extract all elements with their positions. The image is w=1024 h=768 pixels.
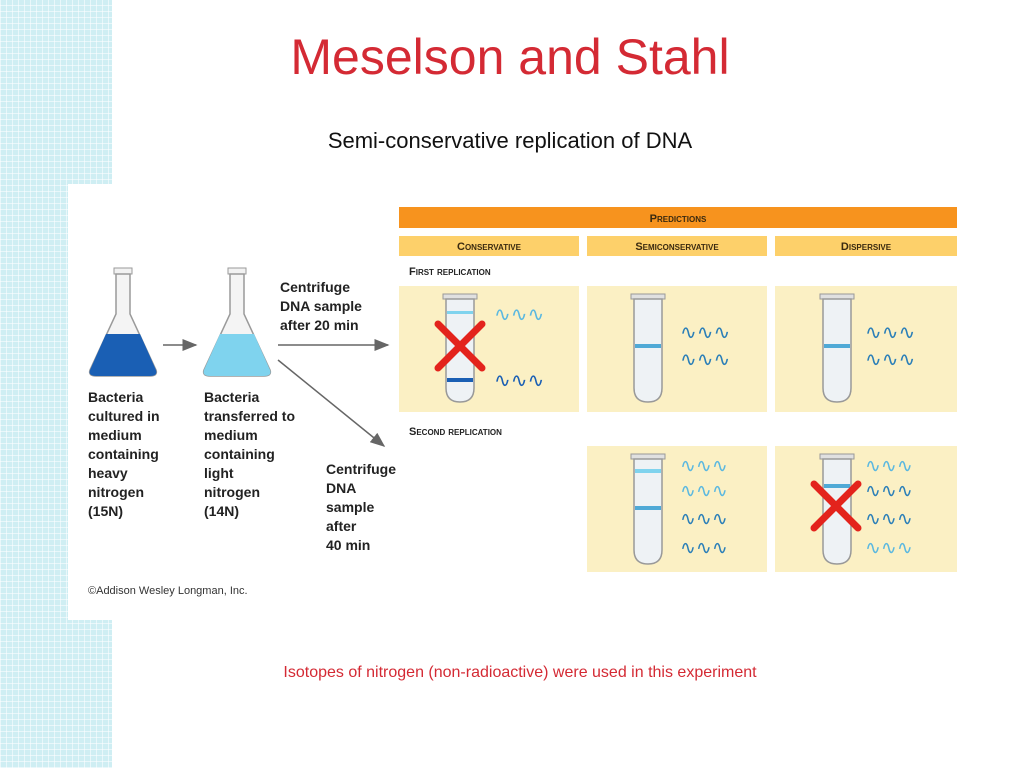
- first-replication-label: First replication: [409, 266, 491, 278]
- tube-second-semiconservative-icon: [630, 453, 666, 565]
- dna-helix-icon: ∿∿∿: [494, 304, 544, 326]
- dna-helix-icon: ∿∿∿: [680, 538, 728, 559]
- tube-first-semiconservative-icon: [630, 293, 666, 403]
- dna-helix-icon: ∿∿∿: [494, 370, 544, 392]
- tube-first-dispersive-icon: [819, 293, 855, 403]
- predictions-header: Predictions: [650, 213, 707, 225]
- column-header-dispersive-bg: [775, 236, 957, 256]
- dna-helix-icon: ∿∿∿: [865, 456, 913, 477]
- copyright: ©Addison Wesley Longman, Inc.: [88, 585, 248, 597]
- dna-helix-icon: ∿∿∿: [680, 481, 728, 502]
- panel-second-dispersive: [775, 446, 957, 572]
- column-header-dispersive: Dispersive: [841, 241, 892, 253]
- flask1-label: Bacteria cultured in medium containing h…: [88, 389, 163, 519]
- dna-helix-icon: ∿∿∿: [865, 481, 913, 502]
- column-header-conservative-bg: [399, 236, 579, 256]
- panel-first-dispersive: [775, 286, 957, 412]
- x-mark-icon: [810, 480, 862, 532]
- column-header-semiconservative: Semiconservative: [635, 241, 719, 253]
- dna-helix-icon: ∿∿∿: [865, 538, 913, 559]
- dna-helix-icon: ∿∿∿: [680, 322, 730, 344]
- arrow-centrifuge-40: [277, 359, 386, 447]
- footer-note: Isotopes of nitrogen (non-radioactive) w…: [283, 664, 757, 681]
- dna-helix-icon: ∿∿∿: [680, 349, 730, 371]
- panel-second-semiconservative: [587, 446, 767, 572]
- meselson-stahl-figure: Bacteria cultured in medium containing h…: [68, 184, 968, 620]
- figure-svg: Bacteria cultured in medium containing h…: [88, 207, 957, 597]
- dna-helix-icon: ∿∿∿: [865, 349, 915, 371]
- predictions-header-bar: [399, 207, 957, 228]
- dna-helix-icon: ∿∿∿: [865, 509, 913, 530]
- second-replication-label: Second replication: [409, 426, 502, 438]
- slide-subtitle: Semi-conservative replication of DNA: [327, 128, 693, 153]
- slide-title: Meselson and Stahl: [290, 29, 730, 85]
- panel-first-semiconservative: [587, 286, 767, 412]
- flask-heavy-nitrogen-icon: [88, 267, 158, 377]
- dna-helix-icon: ∿∿∿: [865, 322, 915, 344]
- centrifuge-20-label: Centrifuge DNA sample after 20 min: [280, 279, 366, 333]
- dna-helix-icon: ∿∿∿: [680, 456, 728, 477]
- dna-helix-icon: ∿∿∿: [680, 509, 728, 530]
- column-header-semiconservative-bg: [587, 236, 767, 256]
- centrifuge-40-label: Centrifuge DNA sample after 40 min: [326, 461, 400, 553]
- column-header-conservative: Conservative: [457, 241, 522, 253]
- flask2-label: Bacteria transferred to medium containin…: [204, 389, 299, 519]
- panel-first-conservative: [399, 286, 579, 412]
- x-mark-icon: [434, 320, 486, 372]
- flask-light-nitrogen-icon: [202, 267, 272, 377]
